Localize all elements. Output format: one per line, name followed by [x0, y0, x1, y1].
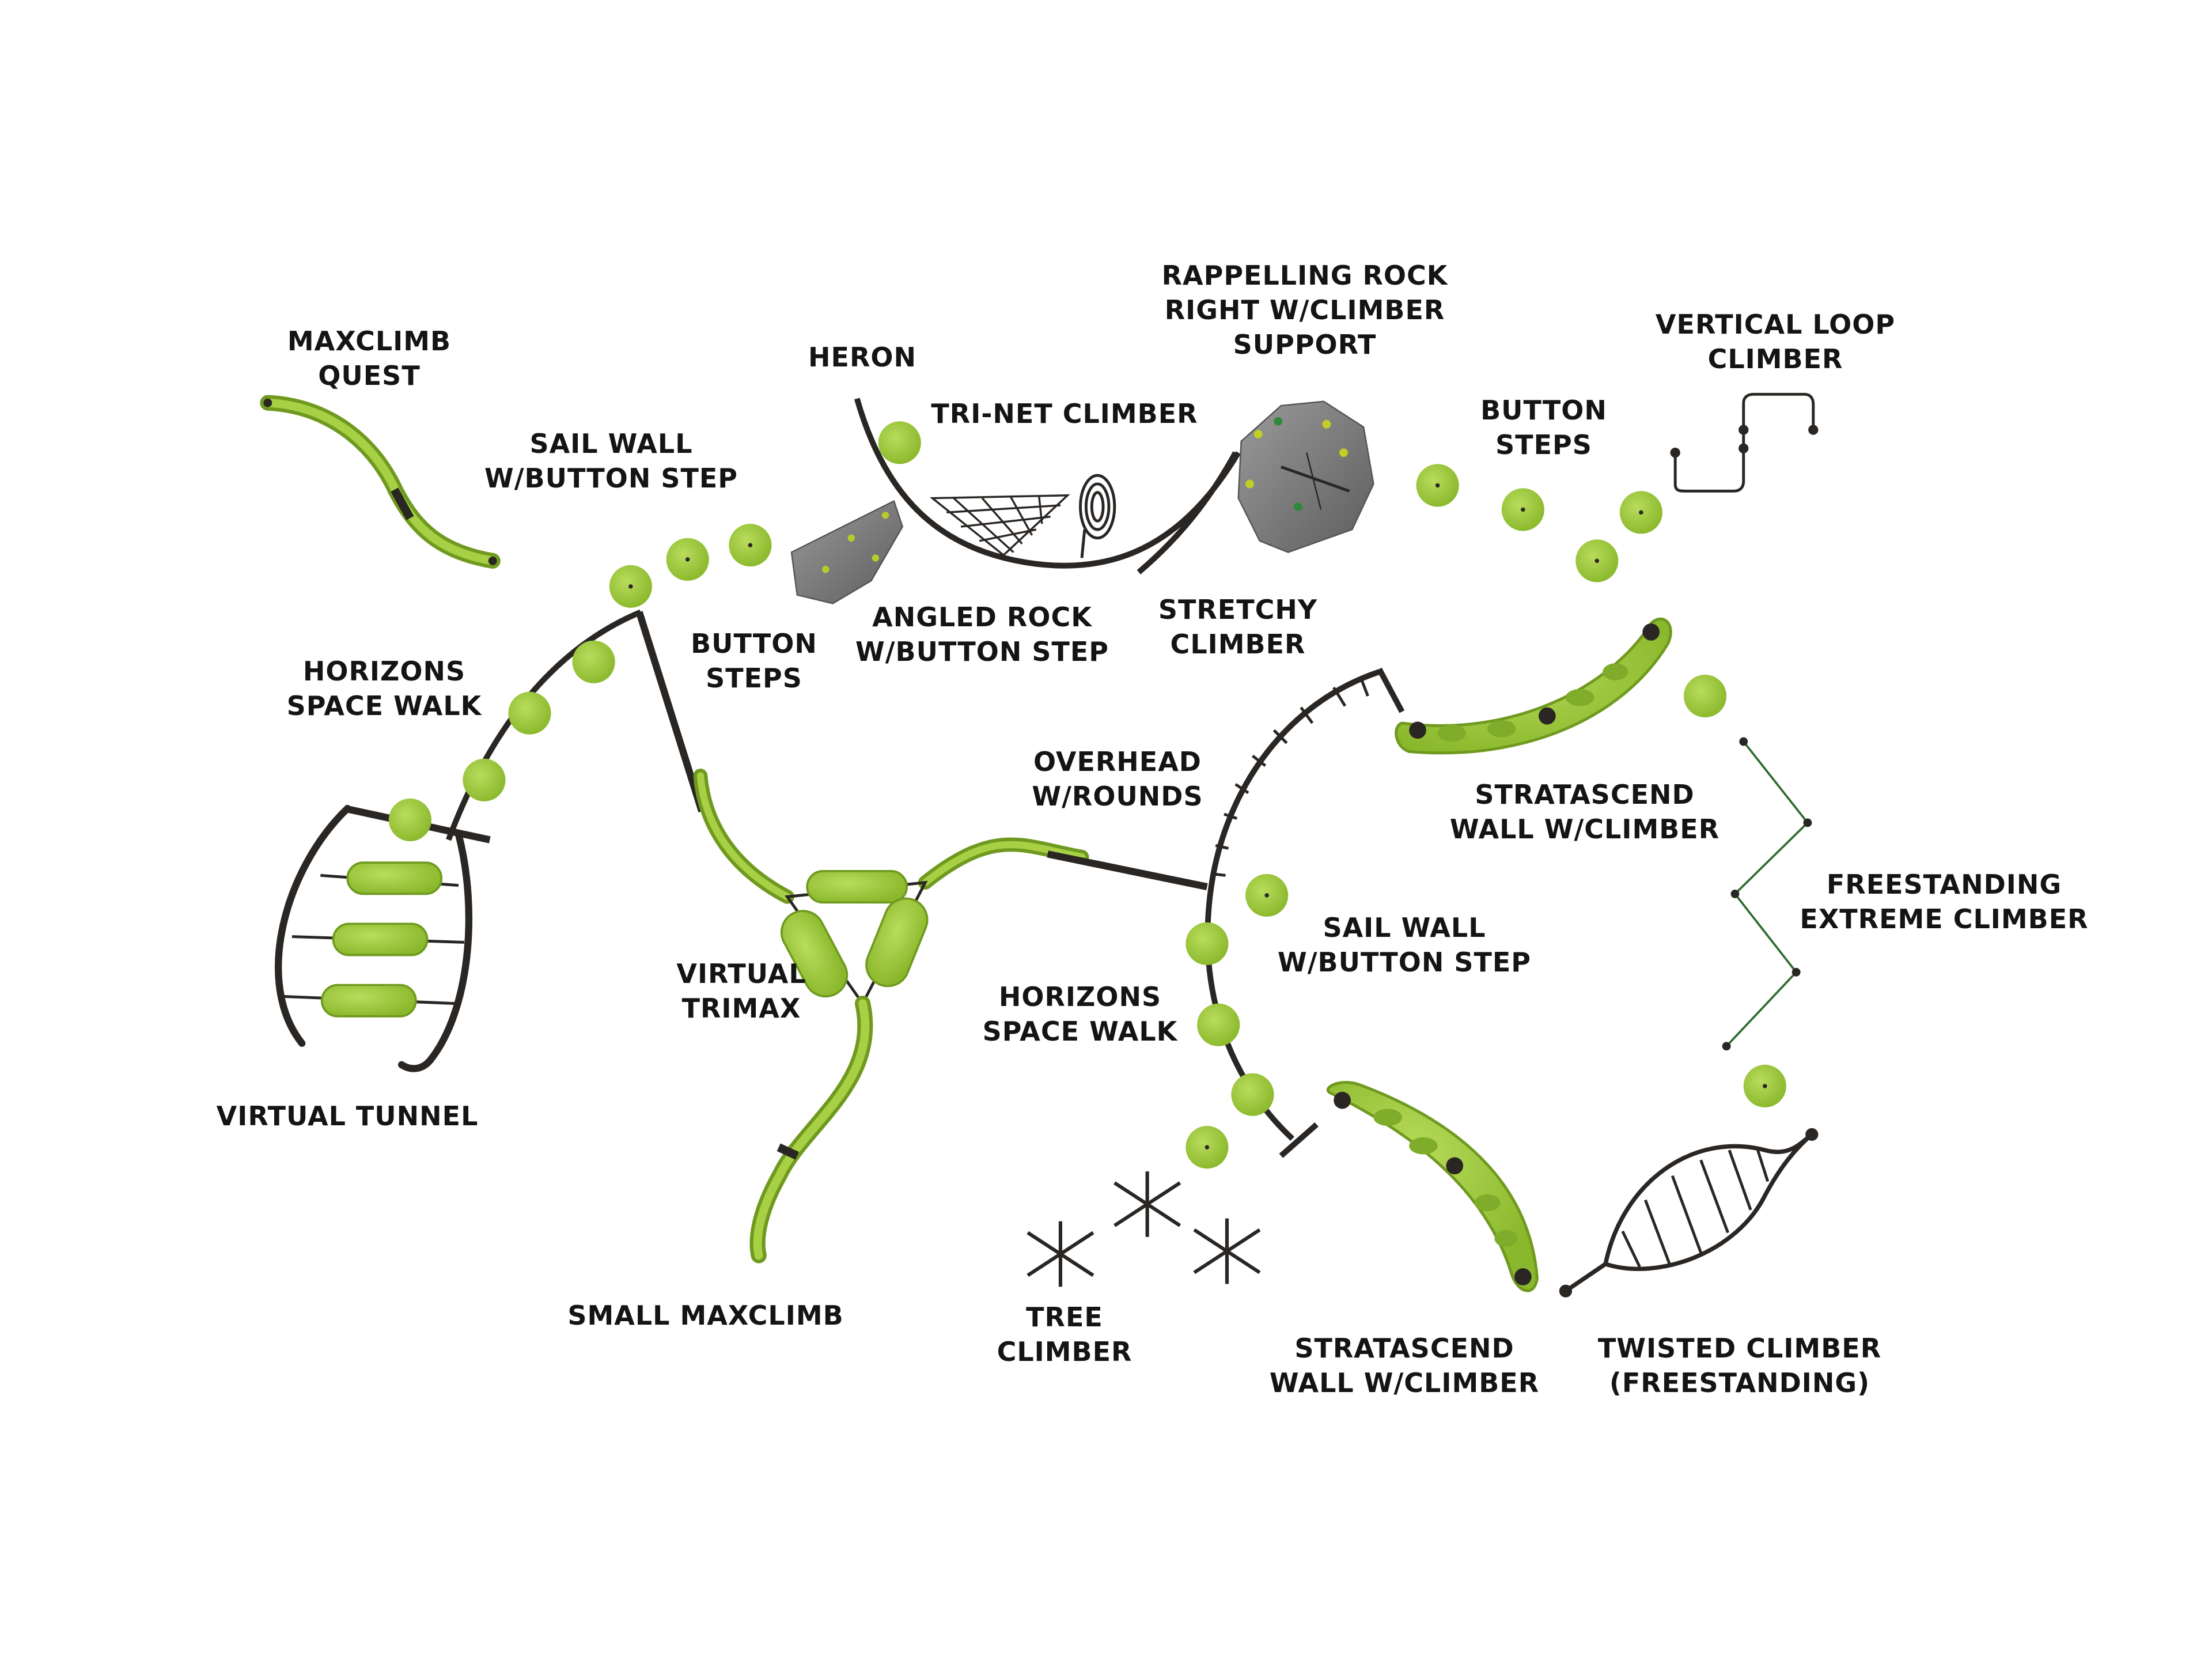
- label-heron: HERON: [808, 342, 916, 373]
- label-tri-net-climber: TRI-NET CLIMBER: [931, 398, 1198, 429]
- stratascend-top-element: [1395, 617, 1672, 755]
- button-steps-right-element: [1416, 464, 1662, 583]
- label-small-maxclimb: SMALL MAXCLIMB: [567, 1300, 844, 1331]
- sail-wall-top-element: [609, 524, 772, 813]
- virtual-trimax-element: [693, 769, 1208, 1007]
- label-virtual-tunnel: VIRTUAL TUNNEL: [216, 1100, 479, 1132]
- rappelling-rock-element: [1237, 400, 1374, 553]
- heron-tri-net-stretchy-element: [854, 398, 1241, 574]
- small-maxclimb-element: [749, 996, 873, 1264]
- freestanding-extreme-climber-element: [1683, 674, 1812, 1107]
- angled-rock-element: [790, 500, 904, 604]
- tree-climber-element: [1027, 1171, 1261, 1287]
- label-twisted-climber: TWISTED CLIMBER(FREESTANDING): [1597, 1333, 1882, 1398]
- horizons-space-walk-left-element: [388, 609, 642, 842]
- overhead-and-horizons-element: [1185, 667, 1405, 1169]
- vertical-loop-climber-element: [1670, 392, 1819, 493]
- twisted-climber-element: [1559, 1128, 1819, 1298]
- virtual-tunnel-element: [275, 805, 491, 1072]
- stratascend-bottom-element: [1326, 1081, 1539, 1292]
- maxclimb-quest-element: [260, 395, 501, 569]
